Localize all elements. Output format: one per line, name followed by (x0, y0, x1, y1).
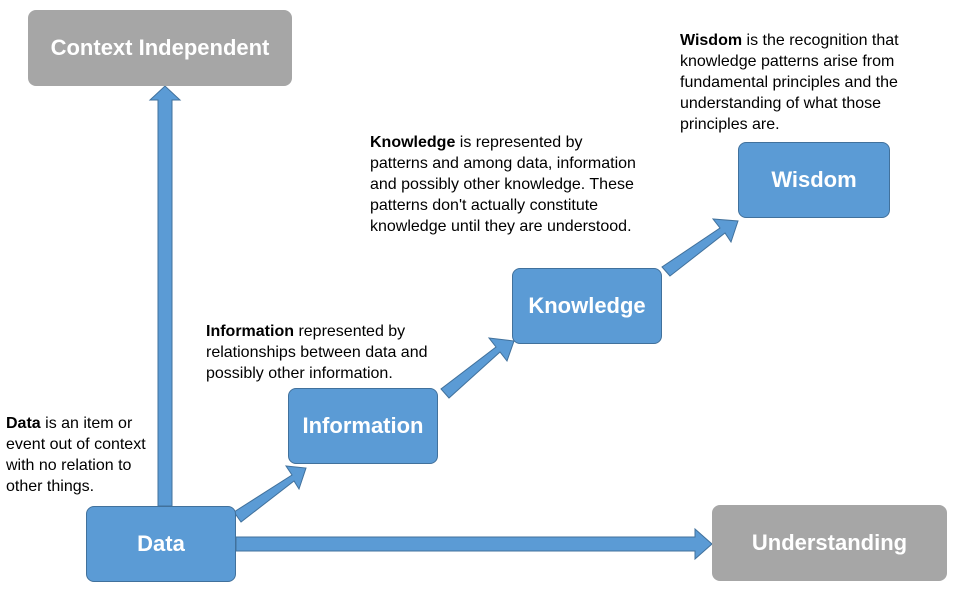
wisdom-description-term: Wisdom (680, 32, 743, 49)
information-description: Information represented by relationships… (206, 321, 456, 384)
data-description-term: Data (6, 415, 41, 432)
arrow-knowledge-to-wisdom (661, 218, 739, 277)
data-label: Data (137, 531, 185, 556)
knowledge-box: Knowledge (512, 268, 662, 344)
knowledge-description-term: Knowledge (370, 134, 456, 151)
arrow-data-to-information (233, 465, 307, 523)
information-label: Information (302, 413, 424, 438)
context-independent-label: Context Independent (50, 35, 270, 60)
arrow-information-to-knowledge (440, 337, 515, 399)
data-box: Data (86, 506, 236, 582)
context-independent-box: Context Independent (28, 10, 292, 86)
knowledge-label: Knowledge (528, 293, 646, 318)
arrow-right-to-understanding (235, 527, 713, 561)
understanding-box: Understanding (712, 505, 947, 581)
wisdom-box: Wisdom (738, 142, 890, 218)
information-box: Information (288, 388, 438, 464)
wisdom-label: Wisdom (771, 167, 857, 192)
wisdom-description-text: is the recognition that knowledge patter… (680, 32, 899, 133)
information-description-text: represented by relationships between dat… (206, 323, 428, 382)
understanding-label: Understanding (751, 530, 908, 555)
data-description: Data is an item or event out of context … (6, 413, 158, 497)
wisdom-description: Wisdom is the recognition that knowledge… (680, 30, 950, 135)
information-description-term: Information (206, 323, 294, 340)
arrow-up-to-context-independent (148, 85, 182, 507)
knowledge-description-text: is represented by patterns and among dat… (370, 134, 636, 235)
knowledge-description: Knowledge is represented by patterns and… (370, 132, 640, 237)
data-description-text: is an item or event out of context with … (6, 415, 146, 495)
